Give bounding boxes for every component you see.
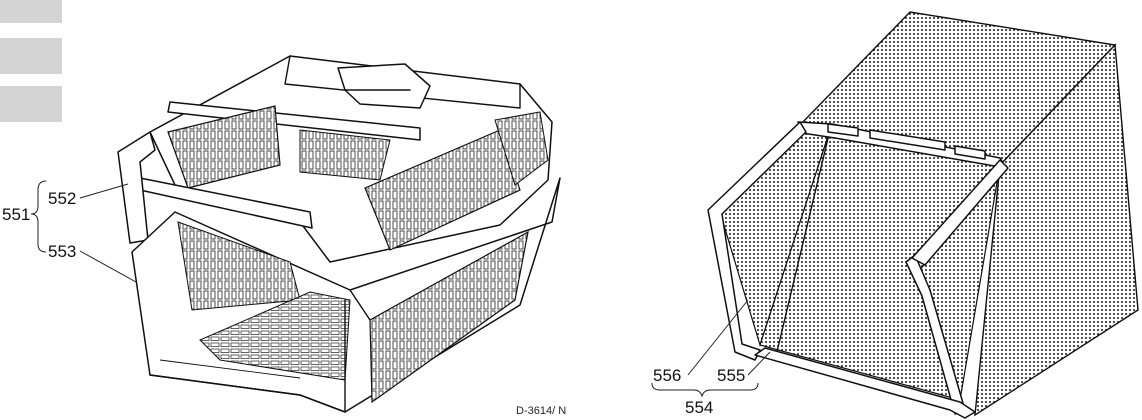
bag-frame-right-hook: [911, 159, 1009, 266]
bag-handle-grip-3: [954, 145, 986, 160]
label-551: 551: [2, 205, 30, 224]
callouts-right: 556 555 554: [651, 299, 771, 417]
label-555: 555: [717, 366, 745, 385]
sidebar-tab-1[interactable]: [0, 0, 62, 23]
bag-right-side: [974, 43, 1139, 417]
side-vent-panel-upper: [364, 129, 521, 251]
leader-556: [687, 299, 749, 376]
leader-552: [79, 183, 129, 199]
rear-vent-panel: [167, 105, 281, 189]
label-552: 552: [48, 189, 76, 208]
bag-handle-grip-1: [827, 123, 859, 137]
label-556: 556: [653, 366, 681, 385]
fabric-grass-bag: [707, 11, 1139, 419]
side-vent-panel-corner: [494, 111, 549, 186]
inner-vent-panel: [299, 129, 391, 181]
sidebar-tab-3[interactable]: [0, 86, 62, 122]
left-side-hook: [117, 131, 156, 244]
plastic-grass-catcher: [117, 55, 561, 413]
leader-555: [747, 351, 771, 376]
drawing-code: D-3614/ N: [516, 405, 566, 417]
floor-vent: [199, 291, 351, 381]
brace-551: [30, 180, 47, 253]
label-554: 554: [685, 398, 713, 417]
bag-frame-bottom: [754, 347, 976, 419]
label-553: 553: [48, 242, 76, 261]
sidebar-tab-2[interactable]: [0, 38, 62, 74]
top-crossbar: [167, 101, 421, 141]
bag-frame-left: [707, 121, 807, 361]
leader-553: [79, 250, 137, 283]
brace-554: [651, 382, 759, 398]
left-inner-vent: [177, 221, 301, 311]
bag-handle-grip-2: [869, 129, 946, 151]
callouts-left: 551 552 553: [2, 180, 137, 283]
front-right-vent-panel: [369, 230, 529, 404]
